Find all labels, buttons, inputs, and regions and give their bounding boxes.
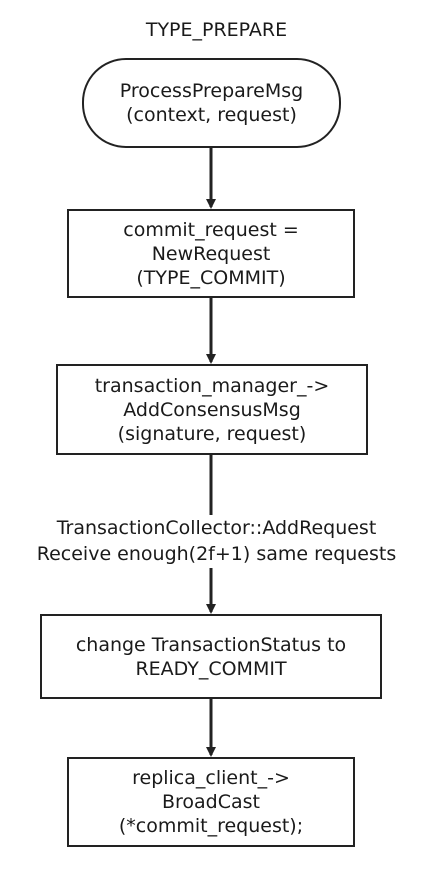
node-change-status: change TransactionStatus to READY_COMMIT	[40, 614, 382, 699]
node-line: (context, request)	[126, 104, 297, 126]
node-line: READY_COMMIT	[135, 657, 287, 680]
node-line: change TransactionStatus to	[75, 633, 347, 656]
node-process-prepare: ProcessPrepareMsg (context, request)	[82, 58, 341, 148]
node-line: transaction_manager_->	[94, 374, 330, 397]
node-line: BroadCast	[161, 791, 260, 813]
node-new-request: commit_request = NewRequest (TYPE_COMMIT…	[67, 209, 355, 298]
node-line: commit_request =	[123, 218, 299, 241]
edge-label-line: Receive enough(2f+1) same requests	[36, 543, 397, 565]
node-line: ProcessPrepareMsg	[119, 80, 304, 102]
node-line: AddConsensusMsg	[123, 398, 301, 421]
node-line: (*commit_request);	[118, 815, 304, 837]
node-line: NewRequest	[151, 242, 271, 265]
node-line: (signature, request)	[117, 422, 307, 445]
diagram-title: TYPE_PREPARE	[145, 19, 288, 41]
node-broadcast: replica_client_-> BroadCast (*commit_req…	[67, 757, 355, 847]
node-line: replica_client_->	[132, 767, 290, 789]
node-line: (TYPE_COMMIT)	[136, 266, 286, 289]
node-add-consensus: transaction_manager_-> AddConsensusMsg (…	[56, 364, 368, 455]
edge-label-line: TransactionCollector::AddRequest	[56, 517, 377, 539]
edge-label-add-request: TransactionCollector::AddRequest Receive…	[0, 515, 433, 567]
